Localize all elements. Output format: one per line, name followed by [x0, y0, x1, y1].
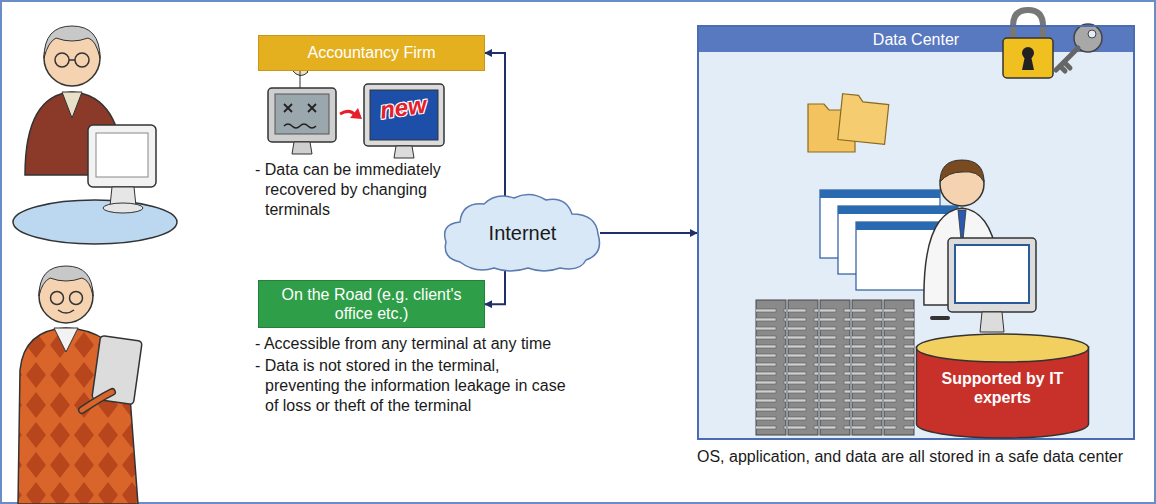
office-worker [88, 125, 156, 187]
replace-arrow [350, 108, 362, 119]
mobile-worker [54, 328, 78, 352]
office-worker [13, 200, 177, 244]
data-center-panel: Data CenterSupported by IT experts [697, 25, 1135, 440]
it-expert [940, 160, 984, 182]
key-icon [1056, 48, 1078, 71]
server-rack [820, 300, 850, 435]
caption-note: OS, application, and data are all stored… [697, 447, 1137, 467]
new-monitor [394, 146, 414, 158]
broken-monitor [275, 94, 329, 134]
window-icon [838, 206, 958, 214]
benefit-note: - Data is not stored in the terminal, pr… [255, 356, 575, 416]
data-center-panel [697, 25, 1135, 440]
broken-monitor [300, 70, 301, 88]
server-rack [884, 300, 914, 435]
screen-label: new [378, 86, 451, 125]
node-label: Supported by IT experts [929, 369, 1076, 407]
network-arrow [600, 232, 697, 234]
office-worker [75, 53, 89, 67]
server-rack [852, 300, 882, 435]
network-arrow [485, 53, 505, 196]
broken-monitor [268, 66, 336, 154]
server-rack [884, 306, 914, 432]
office-worker [103, 203, 143, 213]
server-rack [756, 300, 786, 435]
cloud-outline [445, 194, 600, 271]
folder-icon [808, 94, 889, 152]
location-box: Accountancy Firm [258, 35, 485, 71]
padlock-icon [1003, 38, 1053, 78]
mobile-worker [58, 310, 74, 313]
network-cloud: Internet [440, 192, 605, 274]
node-label: Internet [489, 222, 557, 245]
mobile-worker [82, 392, 112, 410]
it-expert [980, 312, 1004, 332]
padlock-icon [1003, 10, 1053, 78]
padlock-icon [1022, 56, 1034, 70]
mobile-worker [70, 292, 83, 305]
it-expert [948, 238, 1036, 312]
server-rack [756, 306, 786, 432]
panel-heading: Data Center [699, 27, 1133, 52]
key-icon [1088, 30, 1096, 38]
data-center-panel [697, 25, 1135, 440]
window-icon [820, 190, 940, 198]
server-rack [788, 306, 818, 432]
broken-monitor [268, 88, 336, 142]
support-cylinder: Supported by IT experts [915, 333, 1090, 439]
server-rack [820, 306, 850, 432]
office-worker [96, 133, 148, 177]
server-rack [756, 300, 914, 435]
network-arrow [485, 270, 505, 304]
broken-monitor [292, 142, 312, 154]
data-center-panel [697, 25, 1135, 52]
broken-monitor [284, 104, 316, 112]
cylinder-top [917, 334, 1089, 362]
node-label: On the Road (e.g. client's office etc.) [269, 285, 474, 323]
mobile-worker [51, 292, 64, 305]
it-expert [932, 316, 948, 320]
folder-icon [838, 94, 890, 145]
office-worker [62, 92, 82, 118]
benefit-note: - Data can be immediately recovered by c… [255, 160, 490, 220]
key-icon [1056, 24, 1102, 71]
office-worker [55, 53, 69, 67]
mobile-worker [92, 335, 142, 404]
replace-arrow [340, 108, 362, 119]
mobile-worker [18, 266, 142, 504]
server-rack [788, 300, 818, 435]
location-box: On the Road (e.g. client's office etc.) [258, 280, 485, 328]
benefit-note: - Accessible from any terminal at any ti… [255, 334, 595, 354]
office-worker [44, 26, 100, 58]
office-worker [69, 59, 75, 61]
broken-monitor [284, 124, 316, 128]
mobile-worker [82, 392, 112, 410]
server-rack [852, 306, 882, 432]
it-expert [924, 160, 1036, 332]
office-worker [13, 26, 177, 244]
node-label: Accountancy Firm [307, 43, 435, 62]
it-expert [955, 245, 1029, 303]
mobile-worker [39, 266, 93, 296]
